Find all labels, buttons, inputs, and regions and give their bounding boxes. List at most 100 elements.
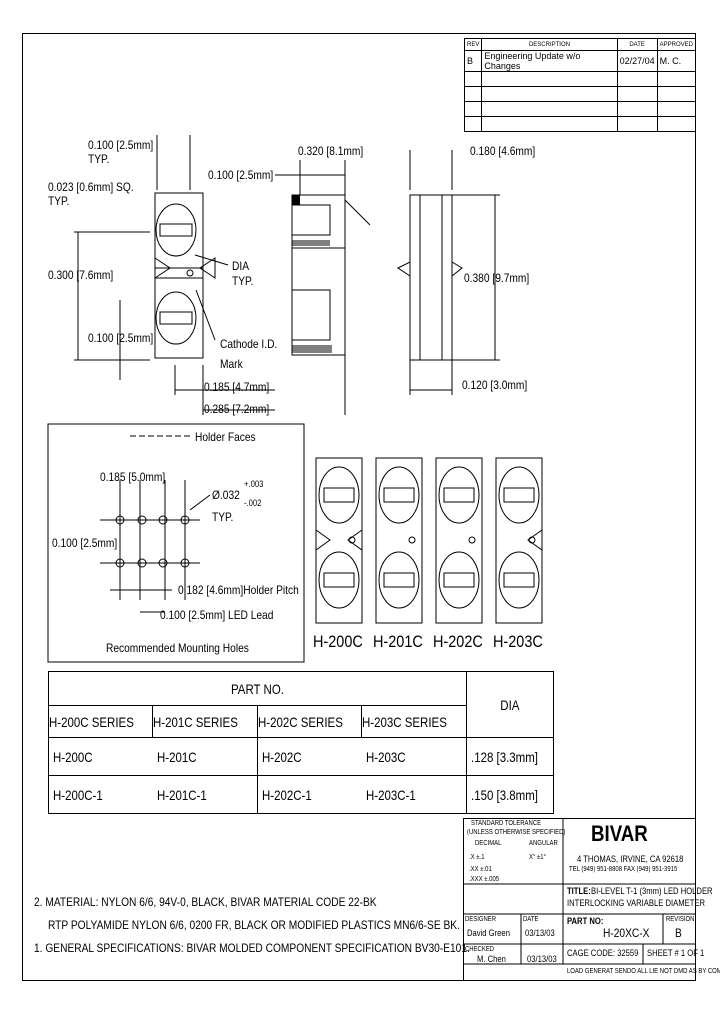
dim-led-pitch: 0.100 [2.5mm] bbox=[88, 331, 154, 345]
dim-lead-square: 0.023 [0.6mm] SQ. bbox=[48, 180, 134, 194]
dim-side-offset: 0.100 [2.5mm] bbox=[208, 168, 274, 182]
dim-base-depth: 0.285 [7.2mm] bbox=[204, 402, 270, 416]
tolerance-angle: X° ±1° bbox=[529, 854, 546, 861]
tolerance-xx: .XX ±.01 bbox=[469, 866, 492, 873]
dia-header: DIA bbox=[500, 696, 520, 713]
tolerance-title: STANDARD TOLERANCE bbox=[471, 820, 542, 827]
led-lower-circle bbox=[155, 291, 197, 345]
table-row: H-200C H-201C H-202C H-203C .128 [3.3mm] bbox=[47, 737, 554, 776]
parts-table: PART NO. DIA H-200C SERIES H-201C SERIES… bbox=[47, 671, 554, 814]
dim-rear-width: 0.180 [4.6mm] bbox=[470, 144, 536, 158]
mounting-holes-box bbox=[47, 423, 305, 663]
cage-code: CAGE CODE: 32559 bbox=[567, 948, 639, 958]
variant-led-upper bbox=[498, 466, 540, 524]
note-1: 1. GENERAL SPECIFICATIONS: BIVAR MOLDED … bbox=[34, 941, 470, 955]
dim-hole-dia: Ø.032 bbox=[212, 488, 240, 502]
date-label: DATE bbox=[523, 916, 539, 923]
variant-cathode-mark bbox=[348, 536, 356, 544]
label-cathode: Cathode I.D. bbox=[220, 337, 278, 351]
front-view-outline bbox=[154, 192, 204, 359]
drawing-frame bbox=[22, 33, 696, 981]
company-phone: TEL (949) 951-8808 FAX (949) 951-3915 bbox=[569, 866, 678, 873]
dim-row-offset: 0.185 [5.0mm] bbox=[100, 470, 166, 484]
variant-slot-upper bbox=[383, 487, 415, 503]
part-label: PART NO: bbox=[567, 916, 604, 926]
variant-led-lower bbox=[318, 551, 360, 609]
mounting-caption: Recommended Mounting Holes bbox=[106, 641, 249, 655]
title-block: STANDARD TOLERANCE (UNLESS OTHERWISE SPE… bbox=[463, 818, 720, 981]
tolerance-subtitle: (UNLESS OTHERWISE SPECIFIED) bbox=[467, 829, 566, 836]
variant-led-lower bbox=[438, 551, 480, 609]
side-view-outline bbox=[291, 194, 346, 356]
series-header: H-200C SERIES bbox=[49, 713, 134, 730]
variant-outline bbox=[375, 457, 423, 624]
part-number: H-20XC-X bbox=[603, 926, 650, 940]
dim-row-pitch: 0.100 [2.5mm] bbox=[52, 536, 118, 550]
dim-holder-pitch: 0.182 [4.6mm]Holder Pitch bbox=[178, 583, 299, 597]
variant-cathode-mark bbox=[468, 536, 476, 544]
variant-led-upper bbox=[318, 466, 360, 524]
bivar-logo: BIVAR bbox=[591, 821, 648, 846]
revision-table: REV DESCRIPTION DATE APPROVED B Engineer… bbox=[463, 38, 697, 132]
dim-tol-plus: +.003 bbox=[244, 479, 264, 489]
dim-typ: TYP. bbox=[212, 510, 234, 524]
dim-base-offset: 0.185 [4.7mm] bbox=[204, 380, 270, 394]
variant-slot-lower bbox=[383, 572, 415, 588]
dim-front-lead-spacing: 0.100 [2.5mm] bbox=[88, 138, 154, 152]
label-mark: Mark bbox=[220, 357, 243, 371]
variant-label: H-201C bbox=[373, 632, 423, 651]
revision-label: REVISION bbox=[666, 916, 695, 923]
led-upper-slot bbox=[159, 223, 193, 237]
variant-key-right bbox=[527, 529, 543, 551]
variant-led-upper bbox=[438, 466, 480, 524]
rear-view-outline bbox=[409, 194, 453, 361]
variant-cathode-mark bbox=[528, 536, 536, 544]
note-2-line-2: RTP POLYAMIDE NYLON 6/6, 0200 FR, BLACK … bbox=[48, 918, 460, 932]
tolerance-xxx: .XXX ±.005 bbox=[469, 876, 500, 883]
footer-note: LOAD GENERAT SENDO ALL LIE NOT DMD AS BY… bbox=[567, 968, 720, 975]
drawing-title-line-1: BI-LEVEL T-1 (3mm) LED HOLDER bbox=[591, 886, 713, 896]
dim-dia: DIA bbox=[232, 259, 250, 273]
variant-cathode-mark bbox=[408, 536, 416, 544]
note-2-line-1: 2. MATERIAL: NYLON 6/6, 94V-0, BLACK, BI… bbox=[34, 895, 377, 909]
variant-led-lower bbox=[498, 551, 540, 609]
revision-row bbox=[463, 86, 697, 102]
dim-typ: TYP. bbox=[88, 152, 110, 166]
series-header: H-201C SERIES bbox=[153, 713, 239, 730]
variant-slot-lower bbox=[503, 572, 535, 588]
dim-total-height: 0.380 [9.7mm] bbox=[464, 271, 530, 285]
checked-label: CHECKED bbox=[465, 946, 495, 953]
variant-label: H-203C bbox=[493, 632, 543, 651]
variant-led-upper bbox=[378, 466, 420, 524]
revision-row: B Engineering Update w/o Changes 02/27/0… bbox=[463, 50, 697, 72]
dim-typ: TYP. bbox=[48, 194, 70, 208]
variant-led-lower bbox=[378, 551, 420, 609]
dim-depth: 0.320 [8.1mm] bbox=[298, 144, 364, 158]
checked-name: M. Chen bbox=[477, 954, 506, 964]
table-row: H-200C-1 H-201C-1 H-202C-1 H-203C-1 .150… bbox=[47, 775, 554, 814]
dim-typ: TYP. bbox=[232, 274, 254, 288]
angular-label: ANGULAR bbox=[529, 840, 558, 847]
variant-key-left bbox=[315, 529, 331, 551]
company-address: 4 THOMAS, IRVINE, CA 92618 bbox=[577, 854, 684, 864]
variant-slot-lower bbox=[323, 572, 355, 588]
design-date: 03/13/03 bbox=[525, 928, 555, 938]
dim-rear-depth: 0.120 [3.0mm] bbox=[462, 378, 528, 392]
designer-name: David Green bbox=[467, 928, 510, 938]
decimal-label: DECIMAL bbox=[475, 840, 502, 847]
dim-front-height: 0.300 [7.6mm] bbox=[48, 268, 114, 282]
drawing-title-line-2: INTERLOCKING VARIABLE DIAMETER bbox=[567, 898, 706, 908]
designer-label: DESIGNER bbox=[465, 916, 497, 923]
title-label: TITLE: bbox=[567, 886, 591, 896]
dim-tol-minus: -.002 bbox=[244, 498, 262, 508]
variant-slot-upper bbox=[323, 487, 355, 503]
label-holder-faces: Holder Faces bbox=[195, 430, 256, 444]
tolerance-x: .X ±.1 bbox=[469, 854, 485, 861]
revision-row bbox=[463, 116, 697, 132]
parts-table-title: PART NO. bbox=[230, 680, 284, 697]
series-header: H-202C SERIES bbox=[257, 713, 343, 730]
variant-slot-upper bbox=[443, 487, 475, 503]
checked-date: 03/13/03 bbox=[527, 954, 557, 964]
sheet-number: SHEET # 1 OF 1 bbox=[647, 948, 705, 958]
